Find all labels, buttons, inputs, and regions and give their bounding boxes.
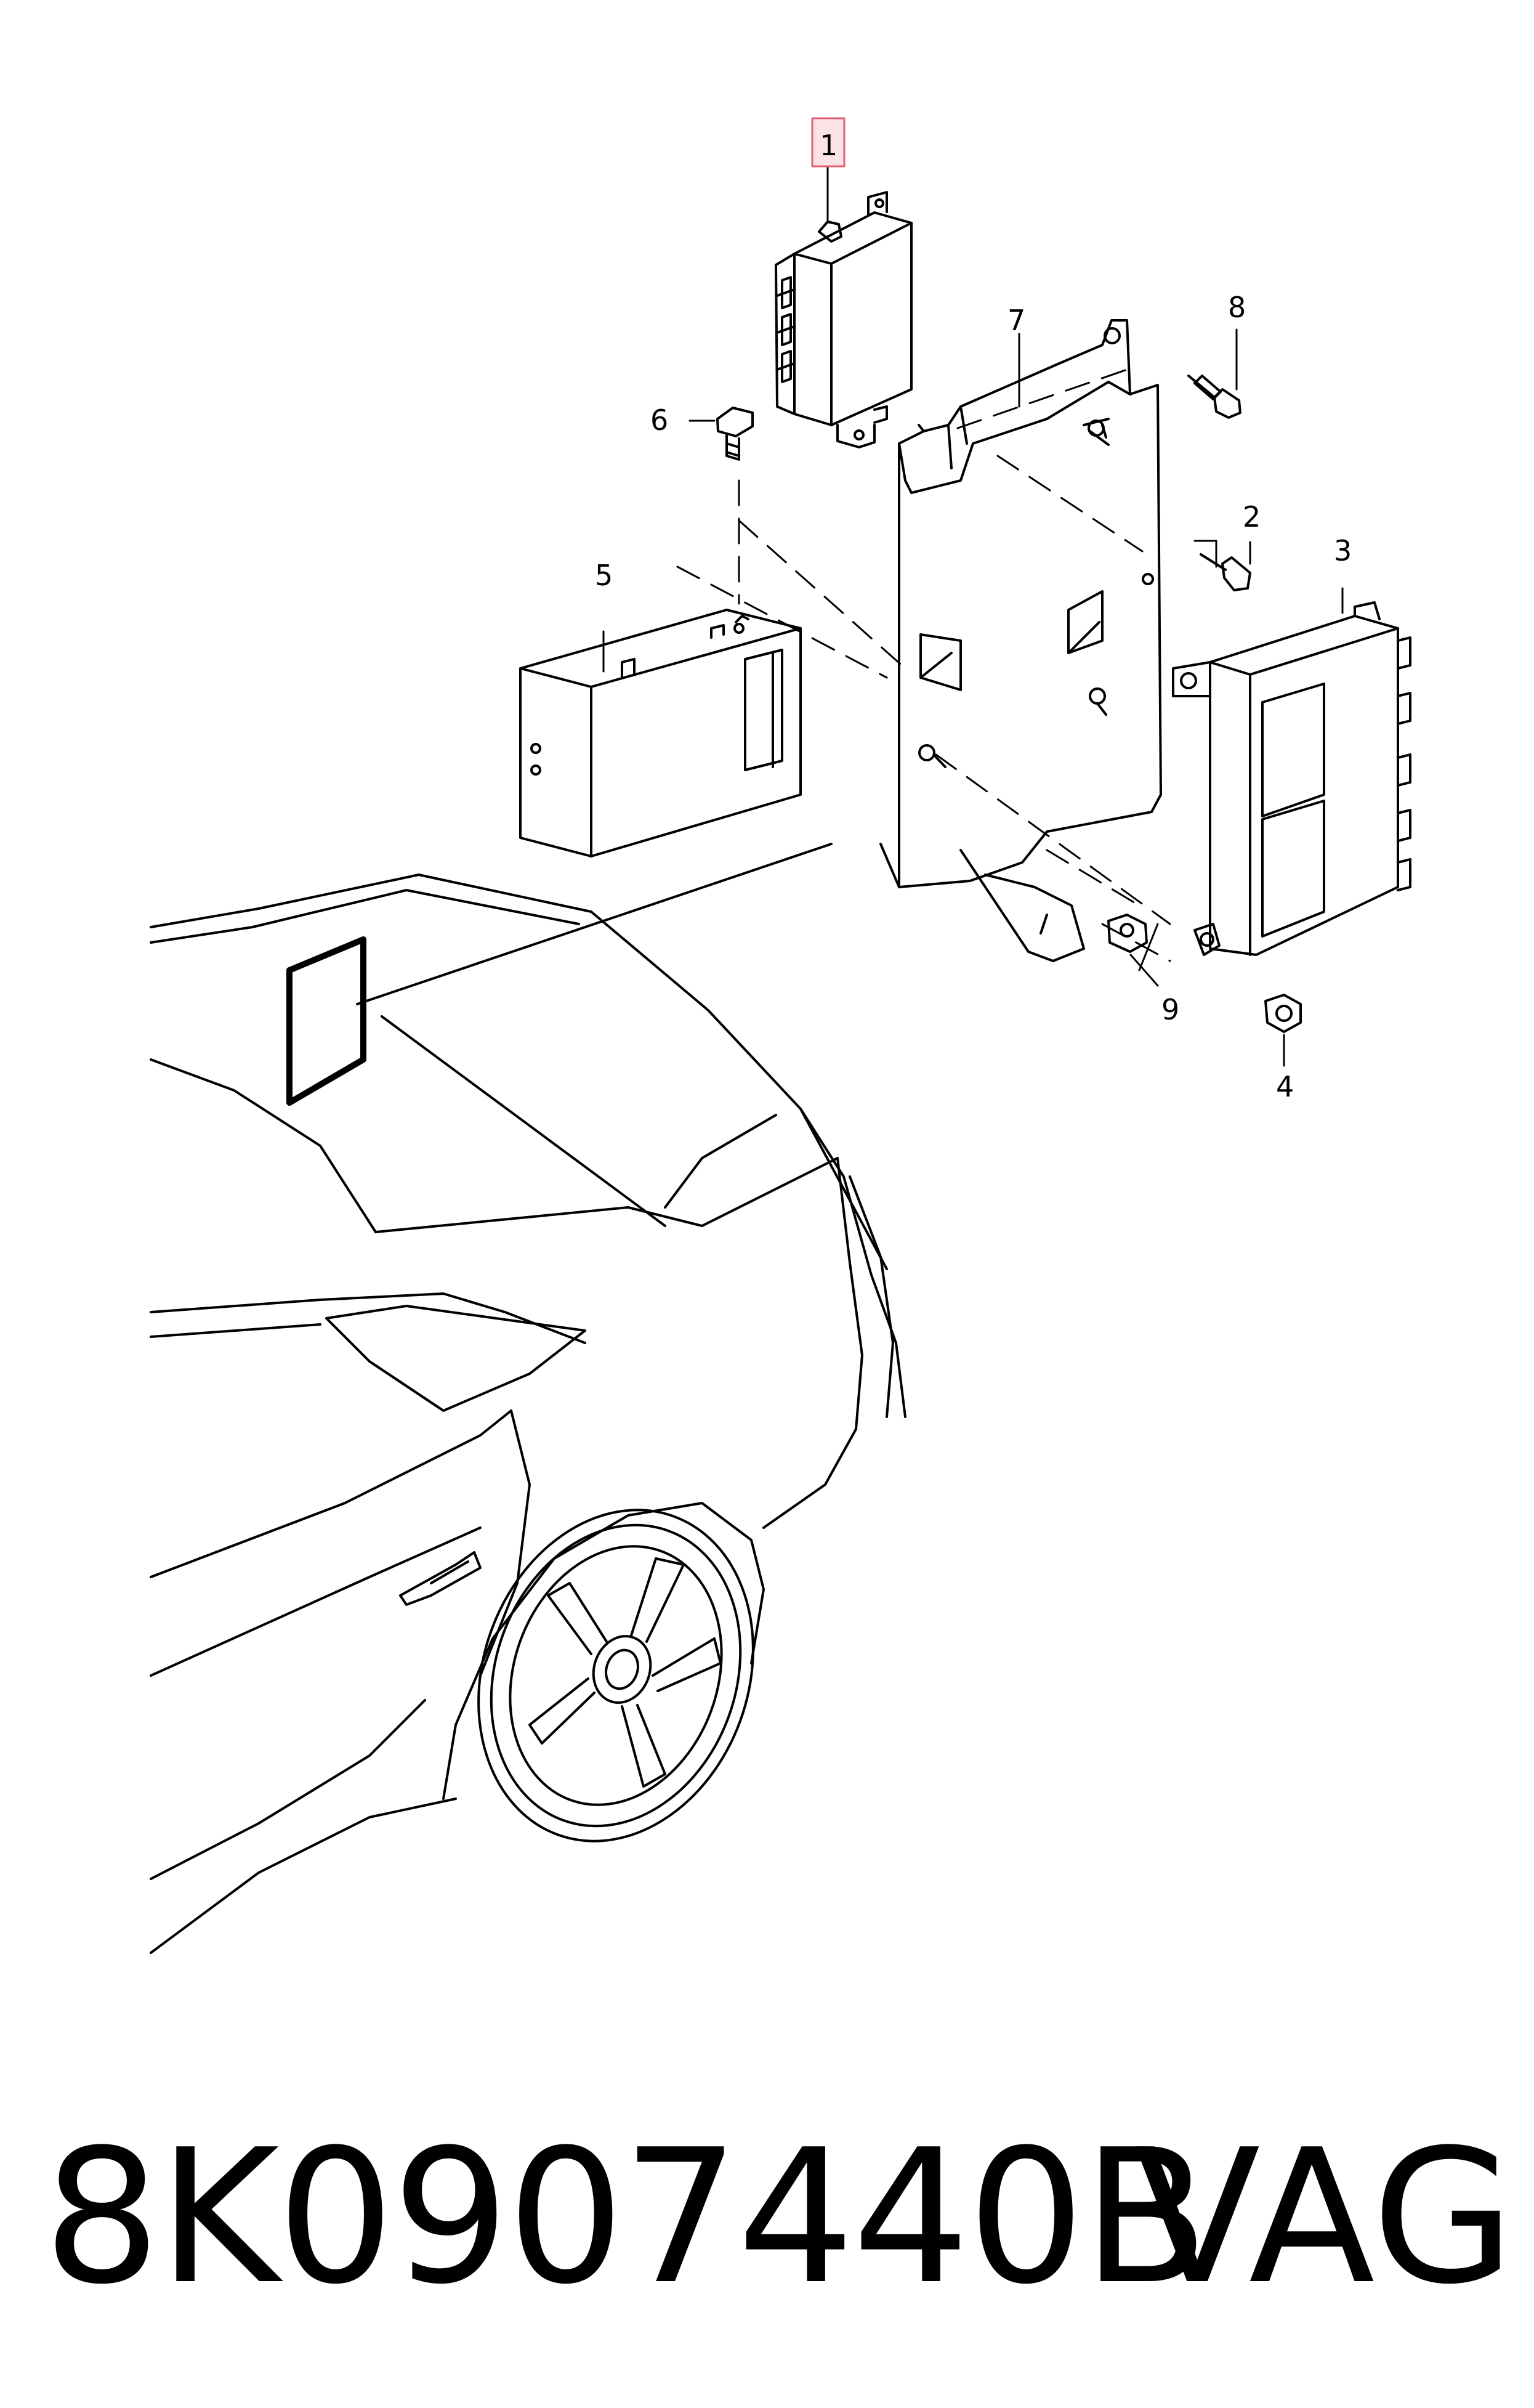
callout-4[interactable]: 4 — [1276, 1070, 1294, 1103]
callout-labels: 1 2 3 4 5 6 7 8 9 — [595, 129, 1352, 1103]
part-9-nut — [1107, 914, 1159, 987]
callout-5[interactable]: 5 — [595, 559, 613, 592]
callout-2[interactable]: 2 — [1243, 500, 1261, 533]
callout-3[interactable]: 3 — [1334, 534, 1352, 567]
part-4-nut — [1264, 994, 1302, 1067]
part-code: 8K0907440B — [43, 2110, 1209, 2325]
part-2-screw — [1193, 540, 1251, 591]
part-number-caption: 8K0907440B VAG — [25, 2088, 1515, 2347]
callout-6[interactable]: 6 — [650, 403, 668, 437]
part-8-bolt — [1187, 328, 1241, 419]
brand-label: VAG — [1134, 2110, 1515, 2325]
part-6-screw — [688, 407, 754, 461]
part-3-ecu — [1172, 587, 1411, 956]
callout-8[interactable]: 8 — [1228, 291, 1246, 324]
callout-7[interactable]: 7 — [1007, 304, 1025, 337]
vehicle-outline — [150, 843, 906, 1954]
assembly-dash-lines — [676, 368, 1171, 962]
callout-9[interactable]: 9 — [1161, 993, 1179, 1026]
callout-1-highlight-box — [811, 117, 846, 168]
part-1-control-module — [775, 150, 913, 448]
part-7-bracket — [879, 319, 1162, 962]
callout-1[interactable]: 1 — [820, 129, 838, 162]
part-5-module — [519, 609, 802, 857]
